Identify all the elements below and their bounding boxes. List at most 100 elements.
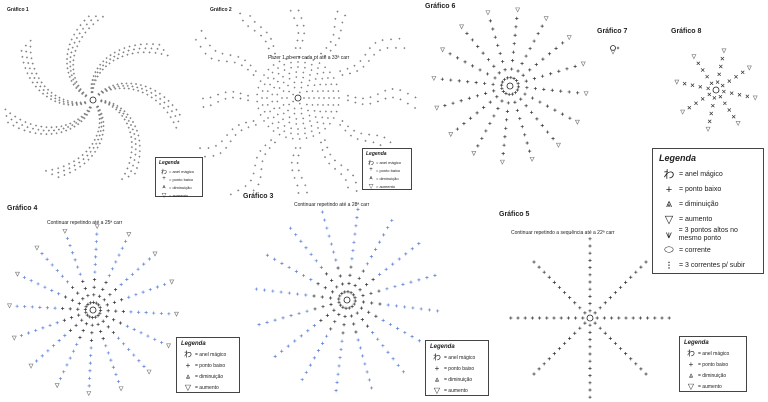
single-crochet-mark bbox=[369, 386, 374, 390]
single-crochet-mark bbox=[126, 113, 129, 116]
single-crochet-mark bbox=[573, 331, 577, 335]
single-crochet-mark bbox=[578, 326, 582, 330]
single-crochet-mark bbox=[217, 59, 220, 62]
single-crochet-mark bbox=[76, 265, 80, 269]
single-crochet-mark bbox=[209, 104, 212, 107]
decrease-icon: ⩓ bbox=[369, 174, 373, 181]
single-crochet-mark bbox=[81, 279, 85, 283]
single-crochet-mark bbox=[127, 126, 130, 129]
single-crochet-mark bbox=[588, 345, 592, 349]
single-crochet-mark bbox=[118, 87, 121, 90]
legend-row: ▽= aumento bbox=[430, 385, 484, 396]
single-crochet-mark bbox=[316, 103, 319, 106]
single-crochet-mark bbox=[130, 151, 133, 154]
single-crochet-mark bbox=[144, 311, 148, 315]
single-crochet-mark bbox=[111, 330, 115, 335]
single-crochet-mark bbox=[130, 136, 133, 139]
single-crochet-mark bbox=[80, 318, 84, 322]
single-crochet-mark bbox=[87, 158, 90, 161]
single-crochet-mark bbox=[417, 242, 421, 246]
single-crochet-mark bbox=[78, 40, 81, 43]
single-crochet-mark bbox=[294, 146, 297, 149]
chart-4-title: Gráfico 4 bbox=[7, 205, 38, 212]
single-crochet-mark bbox=[105, 88, 108, 91]
single-crochet-mark bbox=[247, 99, 250, 102]
single-crochet-mark bbox=[411, 306, 415, 310]
single-crochet-mark bbox=[210, 57, 213, 60]
increase-mark bbox=[7, 303, 12, 309]
single-crochet-mark bbox=[367, 310, 371, 314]
single-crochet-mark bbox=[116, 83, 119, 86]
single-crochet-mark bbox=[329, 153, 332, 156]
single-crochet-mark bbox=[481, 51, 485, 55]
single-crochet-mark bbox=[443, 104, 447, 108]
single-crochet-mark bbox=[337, 300, 341, 304]
single-crochet-mark bbox=[312, 59, 315, 61]
single-crochet-mark bbox=[53, 306, 57, 310]
single-crochet-mark bbox=[347, 125, 350, 128]
single-crochet-mark bbox=[150, 47, 153, 50]
single-crochet-mark bbox=[361, 269, 365, 273]
single-crochet-mark bbox=[470, 38, 474, 42]
single-crochet-mark bbox=[109, 87, 112, 90]
legend-chart-3: Legenda わ= anel mágico += ponto baixo ⩓=… bbox=[425, 340, 489, 396]
single-crochet-mark bbox=[96, 67, 99, 70]
single-crochet-mark bbox=[272, 130, 275, 132]
single-crochet-mark bbox=[267, 68, 270, 71]
single-crochet-mark bbox=[83, 308, 88, 312]
single-crochet-mark bbox=[41, 326, 45, 330]
single-crochet-mark bbox=[272, 116, 275, 119]
single-crochet-mark bbox=[277, 67, 279, 69]
single-crochet-mark bbox=[529, 110, 534, 114]
single-crochet-mark bbox=[98, 308, 103, 312]
single-crochet-mark bbox=[500, 80, 505, 84]
single-crochet-mark bbox=[111, 365, 116, 369]
single-crochet-mark bbox=[62, 100, 65, 103]
single-crochet-mark bbox=[369, 96, 372, 99]
single-crochet-mark bbox=[510, 59, 515, 63]
single-crochet-mark bbox=[327, 117, 329, 119]
single-crochet-mark bbox=[68, 243, 72, 248]
single-crochet-mark bbox=[300, 112, 303, 115]
single-crochet-mark bbox=[698, 84, 703, 89]
single-crochet-mark bbox=[69, 65, 72, 68]
increase-mark bbox=[574, 119, 580, 125]
single-crochet-mark bbox=[289, 314, 293, 318]
single-crochet-mark bbox=[287, 265, 291, 270]
single-crochet-mark bbox=[77, 84, 80, 87]
single-crochet-icon: + bbox=[688, 360, 694, 369]
single-crochet-mark bbox=[156, 47, 159, 50]
single-crochet-mark bbox=[167, 99, 170, 102]
single-crochet-mark bbox=[540, 74, 545, 78]
single-crochet-mark bbox=[252, 73, 255, 76]
single-crochet-mark bbox=[67, 48, 70, 51]
single-crochet-mark bbox=[93, 315, 98, 319]
single-crochet-mark bbox=[272, 77, 275, 80]
single-crochet-mark bbox=[132, 88, 135, 91]
single-crochet-mark bbox=[302, 117, 305, 120]
single-crochet-mark bbox=[138, 139, 141, 142]
single-crochet-mark bbox=[414, 96, 417, 99]
single-crochet-mark bbox=[116, 57, 119, 60]
single-crochet-mark bbox=[269, 37, 272, 40]
single-crochet-mark bbox=[386, 46, 389, 49]
single-crochet-mark bbox=[354, 101, 357, 104]
single-crochet-mark bbox=[101, 287, 105, 291]
single-crochet-mark bbox=[273, 52, 276, 55]
single-crochet-mark bbox=[270, 139, 273, 142]
single-crochet-mark bbox=[324, 66, 326, 69]
single-crochet-mark bbox=[67, 126, 70, 129]
legend-title: Legenda bbox=[181, 341, 206, 347]
single-crochet-mark bbox=[64, 124, 67, 127]
single-crochet-mark bbox=[348, 273, 352, 277]
single-crochet-mark bbox=[244, 59, 247, 62]
single-crochet-mark bbox=[305, 103, 308, 106]
single-crochet-mark bbox=[122, 51, 125, 54]
legend-row: わ= anel mágico bbox=[684, 348, 742, 359]
single-crochet-mark bbox=[325, 83, 327, 86]
single-crochet-mark bbox=[542, 270, 546, 274]
legend-row: ⩓= diminuição bbox=[684, 370, 742, 381]
single-crochet-mark bbox=[521, 73, 525, 77]
single-crochet-mark bbox=[288, 121, 291, 124]
single-crochet-mark bbox=[131, 52, 134, 55]
